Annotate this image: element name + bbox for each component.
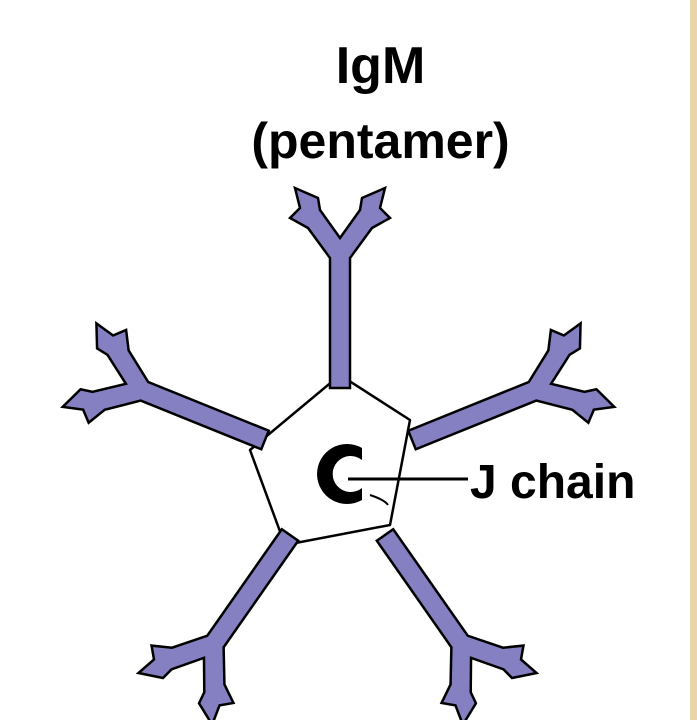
diagram-title: IgM — [335, 37, 426, 95]
antibody-monomer-lower-right — [342, 505, 542, 720]
right-border-strip — [690, 0, 697, 720]
antibody-monomer-upper-left — [59, 317, 285, 488]
j-chain-connector — [369, 494, 389, 506]
diagram-subtitle: (pentamer) — [251, 113, 510, 169]
j-chain-label: J chain — [470, 456, 635, 509]
j-chain-icon — [317, 444, 362, 504]
antibody-monomer-top — [288, 186, 392, 390]
